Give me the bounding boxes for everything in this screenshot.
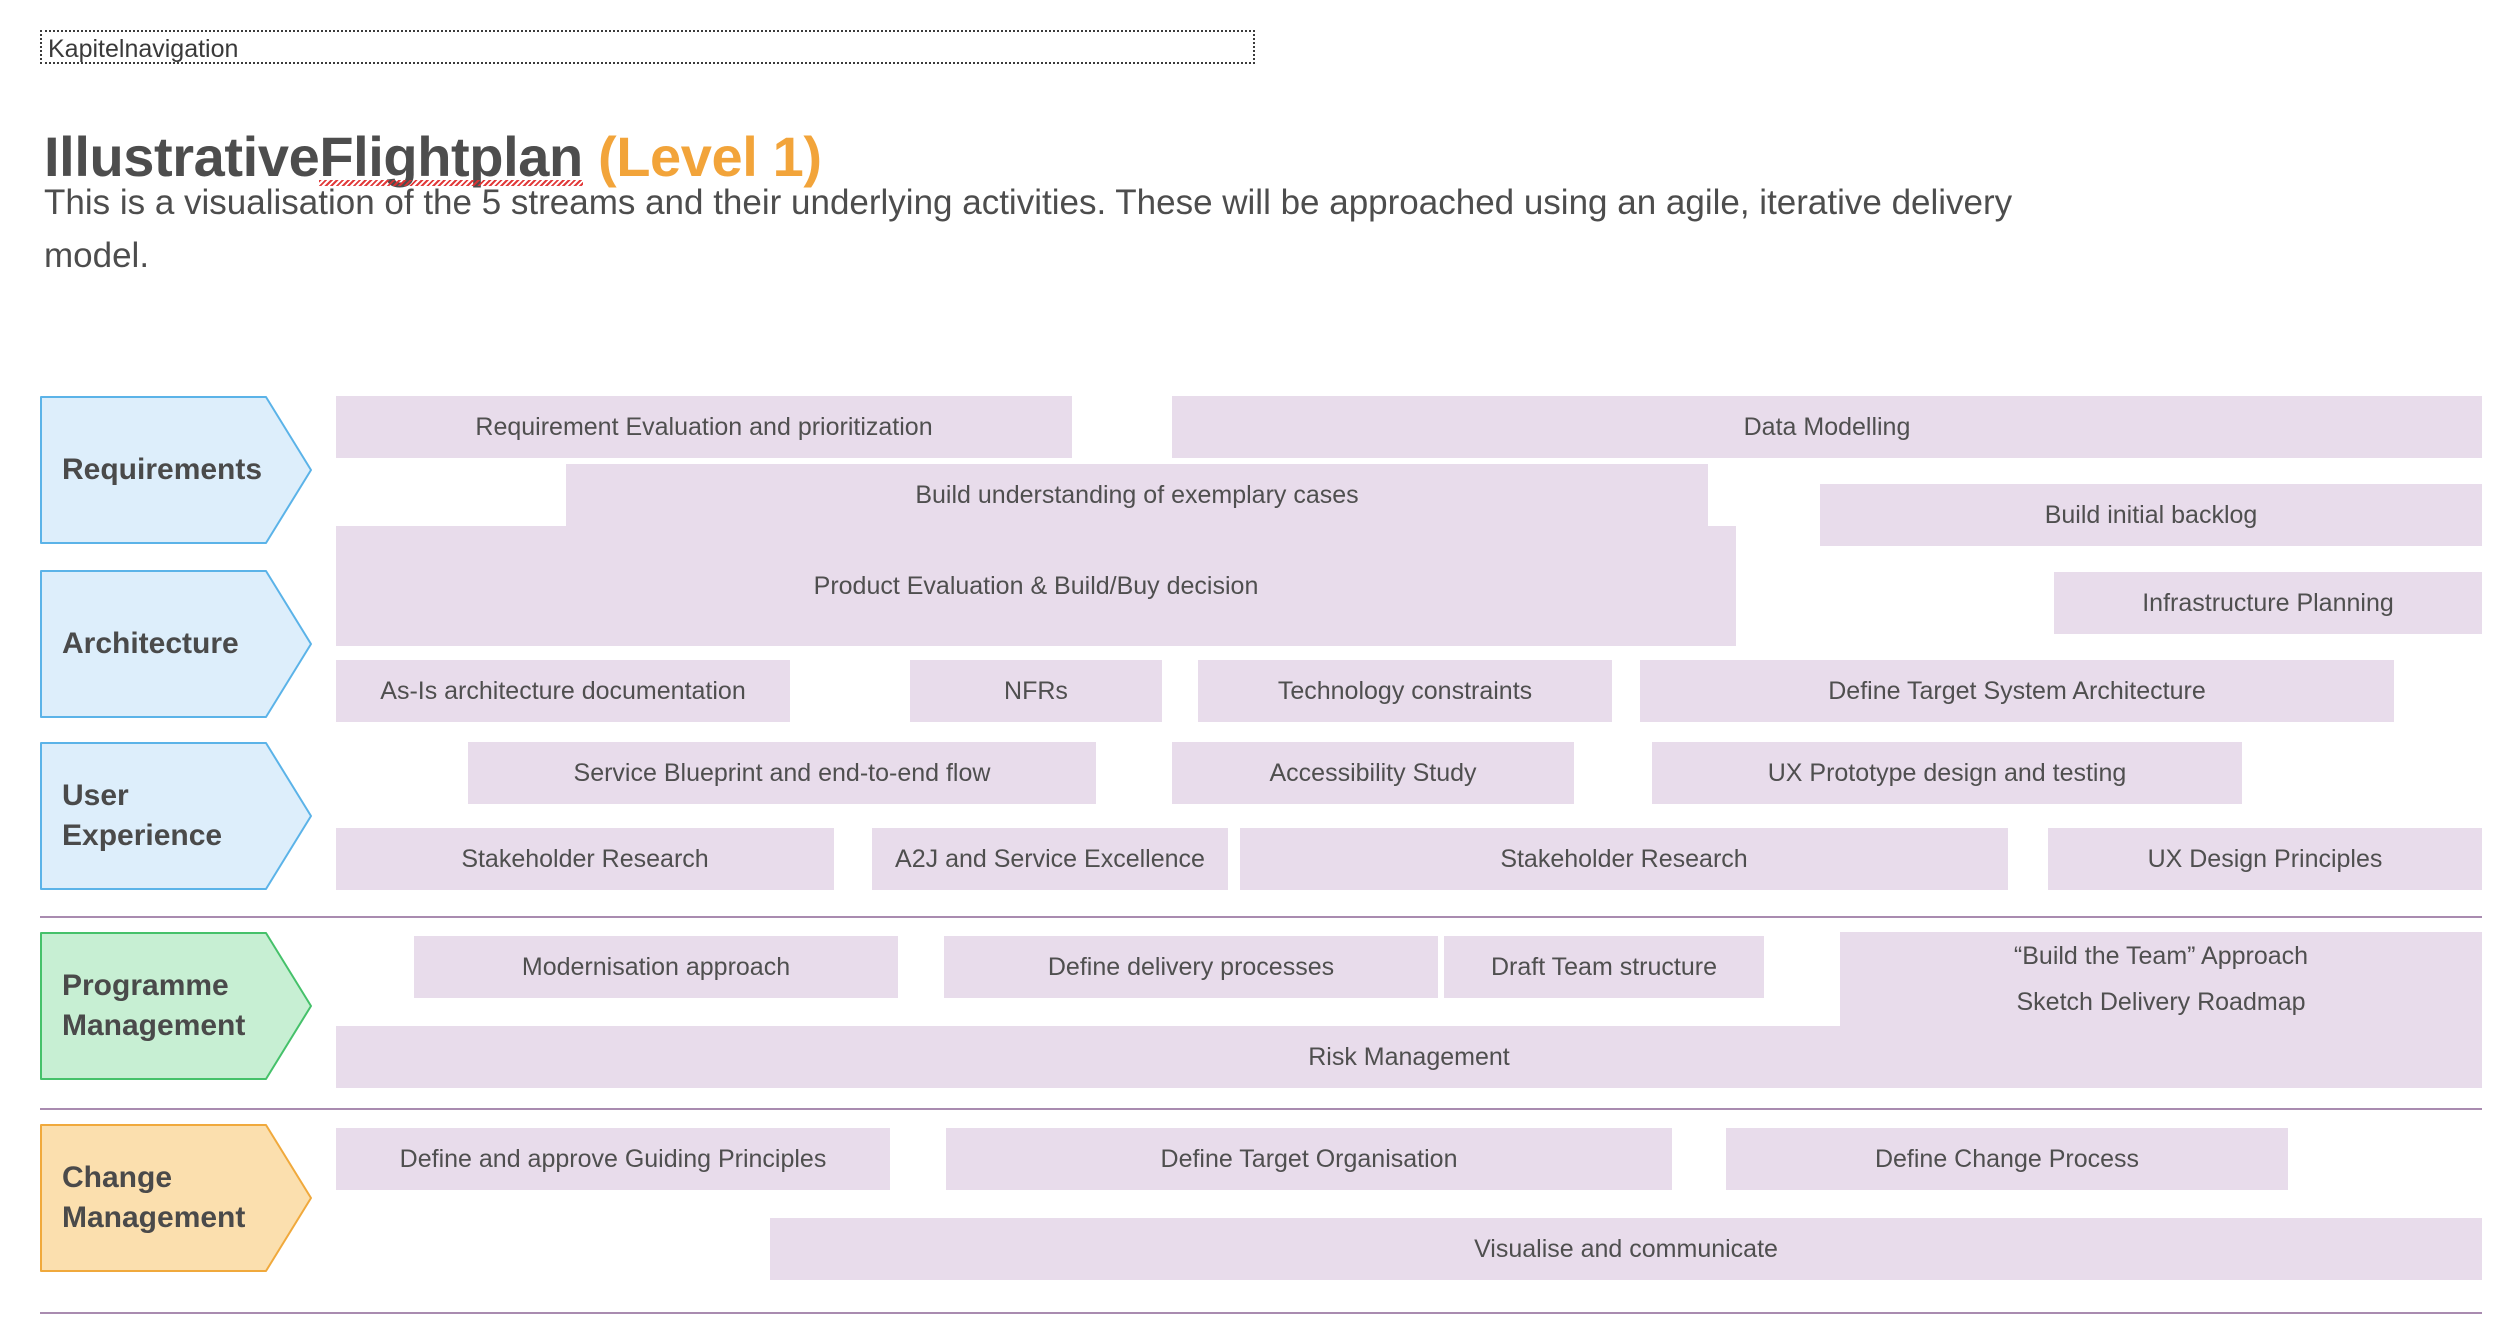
stream-chevron-architecture[interactable]: Architecture (40, 570, 312, 718)
activity-label: Define Target Organisation (1160, 1145, 1458, 1173)
activity-bar[interactable]: Service Blueprint and end-to-end flow (468, 742, 1096, 804)
page-title-level: (Level 1) (582, 124, 822, 188)
stream-chevron-shape-user-experience (40, 742, 312, 890)
activity-bar[interactable]: NFRs (910, 660, 1162, 722)
activity-label: Define Target System Architecture (1828, 677, 2206, 705)
activity-bar[interactable]: Infrastructure Planning (2054, 572, 2482, 634)
activity-label: Stakeholder Research (461, 845, 709, 873)
stream-chevron-user-experience[interactable]: User Experience (40, 742, 312, 890)
activity-bar[interactable]: Requirement Evaluation and prioritizatio… (336, 396, 1072, 458)
activity-bar[interactable]: A2J and Service Excellence (872, 828, 1228, 890)
activity-label: Stakeholder Research (1500, 845, 1748, 873)
activity-label: Data Modelling (1743, 413, 1911, 441)
activity-bar[interactable]: UX Design Principles (2048, 828, 2482, 890)
activity-label: Define delivery processes (1047, 953, 1335, 981)
stream-chevron-programme-management[interactable]: Programme Management (40, 932, 312, 1080)
activity-label: Sketch Delivery Roadmap (2016, 988, 2306, 1016)
activity-label: A2J and Service Excellence (895, 845, 1205, 873)
activity-label: NFRs (1004, 677, 1068, 705)
stream-label-programme-management: Programme Management (62, 969, 246, 1042)
activity-bar[interactable]: Accessibility Study (1172, 742, 1574, 804)
activity-bar[interactable]: UX Prototype design and testing (1652, 742, 2242, 804)
stream-chevron-requirements[interactable]: Requirements (40, 396, 312, 544)
activity-label: Risk Management (1308, 1043, 1510, 1071)
page-title: Illustrative Flightplan (Level 1) (44, 124, 822, 188)
activity-bar[interactable]: Define Target Organisation (946, 1128, 1672, 1190)
stream-chevron-shape-change-management (40, 1124, 312, 1272)
activity-bar[interactable]: As-Is architecture documentation (336, 660, 790, 722)
activity-bar[interactable]: “Build the Team” Approach (1840, 932, 2482, 980)
activity-bar[interactable]: Build understanding of exemplary cases (566, 464, 1708, 526)
divider-bottom (40, 1312, 2482, 1314)
activity-label: Build understanding of exemplary cases (915, 481, 1359, 509)
activity-label: Define and approve Guiding Principles (399, 1145, 827, 1173)
activity-label: “Build the Team” Approach (2013, 942, 2309, 970)
activity-bar[interactable]: Sketch Delivery Roadmap (1840, 978, 2482, 1026)
activity-bar[interactable]: Draft Team structure (1444, 936, 1764, 998)
activity-label: Visualise and communicate (1474, 1235, 1778, 1263)
activity-bar[interactable]: Define and approve Guiding Principles (336, 1128, 890, 1190)
stream-chevron-shape-requirements (40, 396, 312, 544)
activity-bar[interactable]: Define Change Process (1726, 1128, 2288, 1190)
stream-chevron-change-management[interactable]: Change Management (40, 1124, 312, 1272)
activity-label: Define Change Process (1874, 1145, 2140, 1173)
activity-bar[interactable]: Define Target System Architecture (1640, 660, 2394, 722)
chapter-navigation-placeholder[interactable]: Kapitelnavigation (40, 30, 1255, 64)
activity-label: Technology constraints (1277, 677, 1533, 705)
page-title-main: Illustrative (44, 124, 320, 188)
stream-label-architecture: Architecture (62, 627, 239, 660)
activity-label: Product Evaluation & Build/Buy decision (813, 572, 1259, 600)
activity-label: Accessibility Study (1269, 759, 1477, 787)
divider-above-programme (40, 916, 2482, 918)
stream-label-user-experience: User Experience (62, 779, 223, 852)
activity-label: As-Is architecture documentation (380, 677, 746, 705)
chapter-navigation-label: Kapitelnavigation (48, 35, 239, 63)
activity-label: Build initial backlog (2044, 501, 2258, 529)
activity-bar[interactable]: Stakeholder Research (336, 828, 834, 890)
activity-label: UX Design Principles (2147, 845, 2383, 873)
activity-label: Requirement Evaluation and prioritizatio… (475, 413, 933, 441)
activity-bar[interactable]: Define delivery processes (944, 936, 1438, 998)
activity-bar[interactable]: Technology constraints (1198, 660, 1612, 722)
stream-label-change-management: Change Management (62, 1161, 246, 1234)
stream-chevron-shape-architecture (40, 570, 312, 718)
activity-label: Modernisation approach (521, 953, 791, 981)
activity-bar[interactable]: Build initial backlog (1820, 484, 2482, 546)
page-title-misspelled-word: Flightplan (319, 124, 583, 188)
stream-chevron-shape-programme-management (40, 932, 312, 1080)
activity-bar[interactable]: Modernisation approach (414, 936, 898, 998)
activity-label: Infrastructure Planning (2142, 589, 2394, 617)
activity-bar[interactable]: Data Modelling (1172, 396, 2482, 458)
activity-bar[interactable]: Risk Management (336, 1026, 2482, 1088)
activity-bar[interactable]: Stakeholder Research (1240, 828, 2008, 890)
activity-label: Draft Team structure (1490, 953, 1717, 981)
activity-label: UX Prototype design and testing (1767, 759, 2127, 787)
activity-bar[interactable]: Visualise and communicate (770, 1218, 2482, 1280)
activity-label: Service Blueprint and end-to-end flow (573, 759, 991, 787)
stream-label-requirements: Requirements (62, 453, 263, 486)
divider-above-change (40, 1108, 2482, 1110)
page-subtitle: This is a visualisation of the 5 streams… (44, 183, 2013, 275)
activity-bar[interactable]: Product Evaluation & Build/Buy decision (336, 526, 1736, 646)
